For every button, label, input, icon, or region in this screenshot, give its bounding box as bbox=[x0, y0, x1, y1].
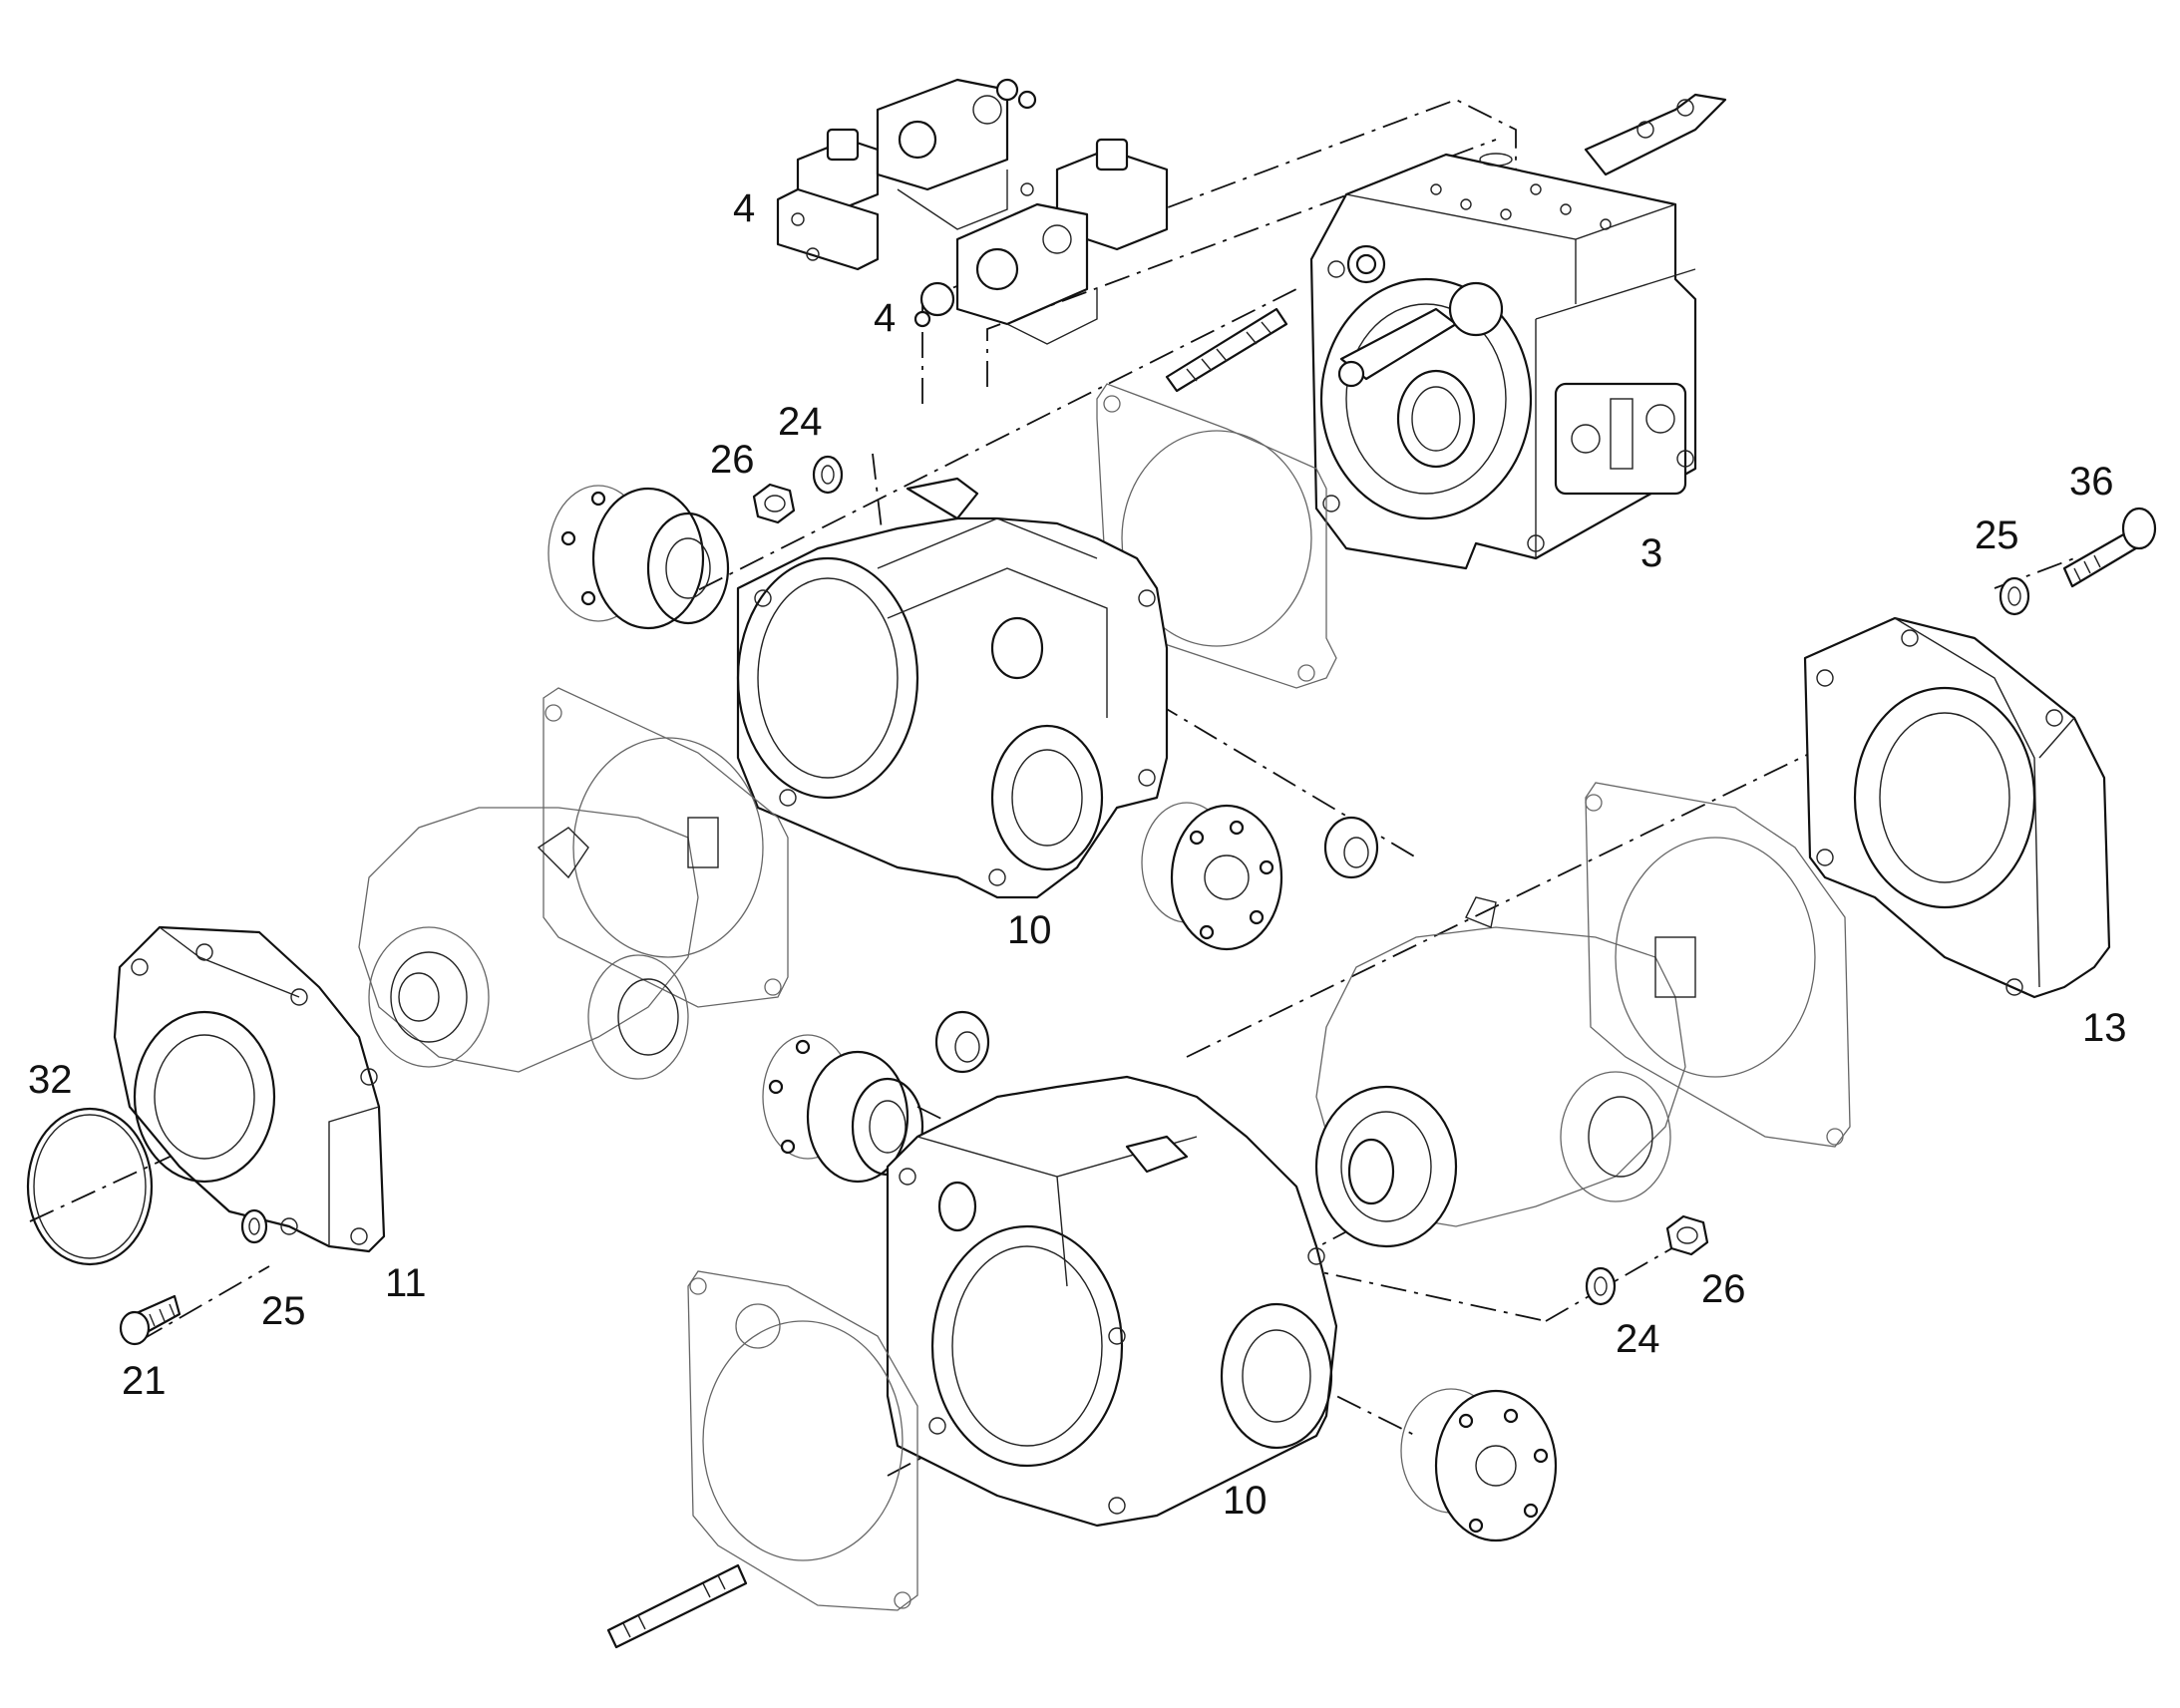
shaft-bearing-upper-left bbox=[547, 485, 730, 630]
callout-oring: 32 bbox=[28, 1058, 73, 1102]
callout-labels: 4 4 24 26 3 36 25 10 13 32 11 25 21 26 2… bbox=[28, 186, 2127, 1523]
callout-nut-upper: 26 bbox=[710, 438, 755, 482]
pump-end-cover bbox=[1309, 93, 1727, 570]
washer-upper bbox=[812, 455, 844, 495]
nut-upper bbox=[752, 483, 796, 524]
flange-right bbox=[1803, 616, 2111, 999]
callout-washer-lower: 24 bbox=[1616, 1317, 1660, 1361]
rotary-group-right bbox=[1314, 896, 1696, 1248]
callout-washer-upper: 24 bbox=[778, 400, 823, 444]
o-ring bbox=[26, 1107, 154, 1266]
gasket-left bbox=[543, 687, 789, 1008]
callout-flange-right: 13 bbox=[2082, 1006, 2127, 1050]
callout-flange-left: 11 bbox=[385, 1261, 427, 1305]
bolt-right bbox=[2062, 507, 2157, 588]
bearing-cap-upper bbox=[1141, 802, 1283, 951]
control-valve-upper bbox=[776, 78, 1037, 271]
rotary-group-left bbox=[358, 807, 719, 1080]
housing-lower bbox=[886, 1075, 1338, 1528]
shaft-bearing-lower-left bbox=[762, 1034, 924, 1184]
callout-screw-left: 21 bbox=[122, 1359, 167, 1403]
washer-left bbox=[240, 1208, 268, 1244]
washer-lower bbox=[1585, 1266, 1617, 1306]
callout-bolt-right: 36 bbox=[2069, 460, 2114, 504]
callout-ctl-valve-lower: 4 bbox=[874, 296, 896, 340]
bearing-cap-lower bbox=[1400, 1388, 1558, 1542]
callout-washer-right: 25 bbox=[1975, 513, 2019, 557]
cap-screw-left bbox=[119, 1294, 182, 1346]
control-valve-lower bbox=[913, 138, 1169, 345]
callout-housing-lower: 10 bbox=[1223, 1479, 1268, 1523]
washer-right bbox=[1998, 576, 2030, 616]
housing-upper bbox=[736, 477, 1169, 899]
callout-washer-left: 25 bbox=[261, 1289, 306, 1333]
gasket-lower bbox=[687, 1270, 918, 1611]
callout-ctl-valve-upper: 4 bbox=[733, 186, 755, 230]
nut-lower bbox=[1665, 1214, 1709, 1256]
gasket-right bbox=[1585, 782, 1851, 1148]
callout-housing-upper: 10 bbox=[1007, 908, 1052, 952]
stud-upper bbox=[1165, 307, 1288, 393]
stud-lower bbox=[606, 1563, 748, 1649]
flange-left bbox=[113, 925, 386, 1253]
plug-lower bbox=[934, 1010, 990, 1074]
callout-nut-lower: 26 bbox=[1701, 1267, 1746, 1311]
callout-end-cover-pump: 3 bbox=[1640, 531, 1662, 575]
plug-upper bbox=[1323, 816, 1379, 879]
